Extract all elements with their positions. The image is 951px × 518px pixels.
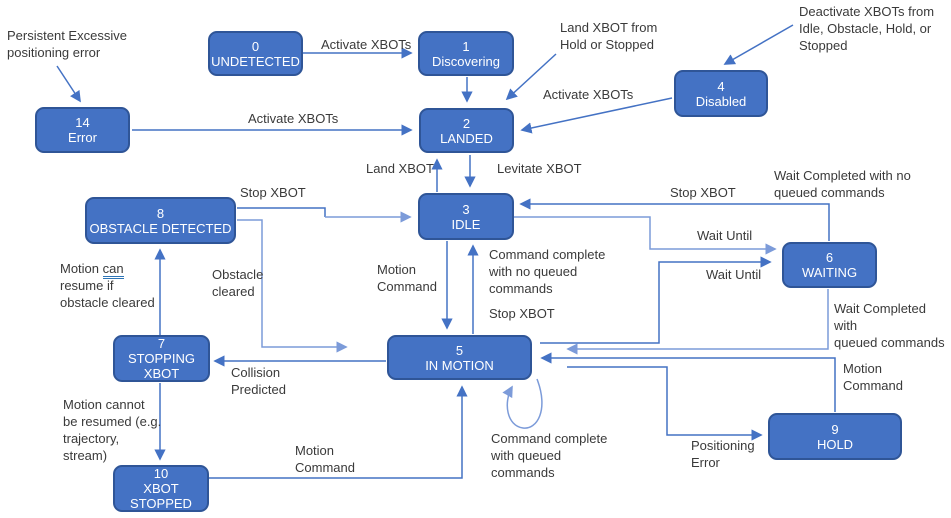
note-land-xbot-from-hold: Land XBOT from Hold or Stopped: [560, 20, 658, 52]
edge-label-motion-command-hold: Motion Command: [843, 361, 903, 393]
arrow-obstacle-to-idle-stop-1: [237, 207, 326, 217]
arrow-stopped-to-inmotion-motion: [209, 385, 468, 479]
arrow-waiting-to-inmotion-waitq: [566, 289, 829, 355]
state-number: 2: [462, 115, 471, 131]
edge-label-stop-xbot-waiting: Stop XBOT: [670, 185, 736, 200]
state-name: OBSTACLE DETECTED: [89, 220, 232, 236]
state-idle: 3 IDLE: [418, 193, 514, 240]
state-xbot-stopped: 10 XBOT STOPPED: [113, 465, 209, 512]
state-name: UNDETECTED: [211, 53, 300, 69]
state-in-motion: 5 IN MOTION: [387, 335, 532, 380]
state-number: 14: [75, 115, 90, 130]
edge-label-motion-cannot-resume: Motion cannot be resumed (e.g. trajector…: [63, 397, 162, 463]
arrow-inmotion-self-loop: [502, 378, 543, 429]
motion-can-part1: Motion: [60, 261, 103, 276]
state-name: STOPPING XBOT: [128, 351, 195, 381]
state-obstacle-detected: 8 OBSTACLE DETECTED: [85, 197, 236, 244]
state-stopping-xbot: 7 STOPPING XBOT: [113, 335, 210, 382]
state-name: Discovering: [432, 53, 500, 69]
edge-label-activate-xbots-2: Activate XBOTs: [248, 111, 339, 126]
edge-label-activate-xbots-1: Activate XBOTs: [321, 37, 412, 52]
state-number: 3: [462, 201, 470, 217]
motion-can-word: can: [102, 261, 124, 279]
state-name: Error: [68, 130, 97, 145]
arrow-inmotion-to-waiting-wait: [540, 256, 772, 344]
state-number: 8: [156, 205, 165, 221]
state-number: 4: [717, 78, 725, 94]
state-name: Disabled: [695, 93, 747, 109]
state-name: XBOT STOPPED: [130, 481, 192, 511]
state-landed: 2 LANDED: [419, 108, 514, 153]
edge-label-wait-until-motion: Wait Until: [706, 267, 762, 282]
edge-label-wait-until-idle: Wait Until: [697, 228, 753, 243]
state-disabled: 4 Disabled: [674, 70, 768, 117]
edge-label-wait-completed-queued: Wait Completed with queued commands: [834, 301, 945, 350]
state-discovering: 1 Discovering: [418, 31, 514, 76]
state-hold: 9 HOLD: [768, 413, 902, 460]
arrow-note-land-from: [505, 53, 557, 101]
state-name: IDLE: [451, 216, 481, 232]
state-undetected: 0 UNDETECTED: [208, 31, 303, 76]
state-number: 9: [831, 421, 839, 437]
state-name: LANDED: [440, 130, 493, 146]
state-number: 7: [157, 336, 166, 351]
edge-label-command-complete-no-queued: Command complete with no queued commands: [489, 247, 606, 296]
edge-label-positioning-error: Positioning Error: [691, 438, 755, 470]
arrow-disabled-to-landed: [520, 97, 673, 134]
edge-label-obstacle-cleared: Obstacle cleared: [212, 267, 264, 299]
state-error: 14 Error: [35, 107, 130, 153]
state-name: WAITING: [801, 265, 858, 280]
edge-label-motion-can-resume: Motion can resume if obstacle cleared: [60, 260, 155, 311]
arrow-note-persistent: [56, 65, 81, 103]
state-number: 0: [251, 38, 260, 54]
arrow-note-deactivate: [723, 24, 794, 65]
state-number: 10: [153, 466, 169, 481]
edge-label-land-xbot: Land XBOT: [366, 161, 434, 176]
note-deactivate-xbots: Deactivate XBOTs from Idle, Obstacle, Ho…: [799, 4, 935, 53]
arrow-obstacle-to-inmotion-cleared: [237, 219, 348, 353]
edge-label-motion-command-idle: Motion Command: [377, 262, 437, 294]
edge-label-levitate-xbot: Levitate XBOT: [497, 161, 582, 176]
arrow-idle-to-waiting-wait: [514, 216, 777, 255]
arrow-waiting-to-idle-stop: [519, 198, 830, 241]
edge-label-collision-predicted: Collision Predicted: [231, 365, 286, 397]
arrow-inmotion-to-hold-poserr: [567, 366, 763, 441]
edge-label-motion-command-stopped: Motion Command: [295, 443, 355, 475]
state-name: IN MOTION: [425, 357, 494, 373]
state-waiting: 6 WAITING: [782, 242, 877, 288]
state-name: HOLD: [816, 436, 854, 452]
edge-label-wait-completed-no-queued: Wait Completed with no queued commands: [774, 168, 911, 200]
arrow-hold-to-inmotion-motion: [540, 352, 836, 412]
motion-can-part2: resume if obstacle cleared: [60, 278, 155, 310]
note-persistent-positioning-error: Persistent Excessive positioning error: [7, 28, 127, 60]
state-number: 1: [462, 38, 470, 54]
state-number: 5: [455, 342, 464, 358]
edge-label-command-complete-queued: Command complete with queued commands: [491, 431, 608, 480]
edge-label-stop-xbot-motion: Stop XBOT: [489, 306, 555, 321]
edge-label-activate-xbots-3: Activate XBOTs: [543, 87, 634, 102]
state-number: 6: [825, 250, 834, 265]
edge-label-stop-xbot-obstacle: Stop XBOT: [240, 185, 306, 200]
